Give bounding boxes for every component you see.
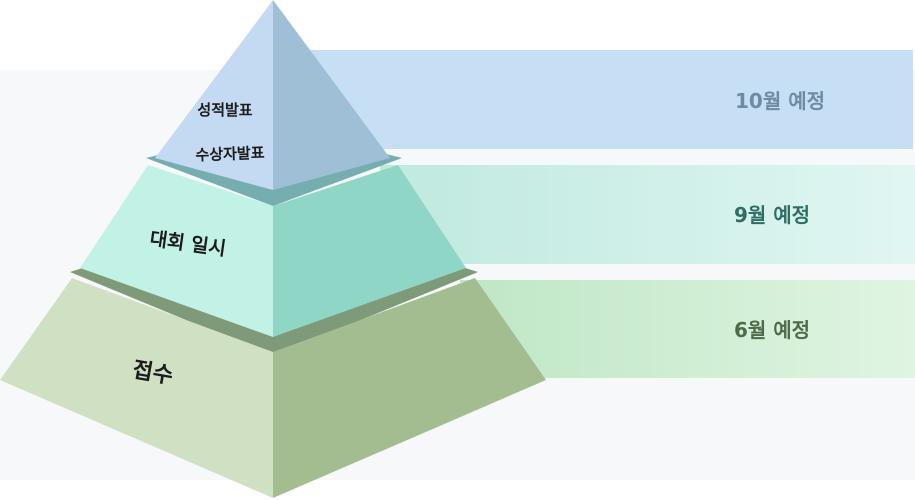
band-middle bbox=[380, 165, 915, 264]
bottom-tier-left-face bbox=[0, 278, 273, 498]
top-tier-right-face bbox=[273, 0, 390, 190]
middle-schedule-label: 9월 예정 bbox=[734, 203, 810, 227]
top-schedule-label: 10월 예정 bbox=[735, 89, 825, 113]
top-tier-label-line2: 수상자발표 bbox=[195, 144, 265, 164]
middle-tier-right-face bbox=[273, 165, 466, 337]
bottom-tier-right-face bbox=[273, 278, 546, 498]
bottom-schedule-label: 6월 예정 bbox=[734, 318, 810, 342]
top-tier-left-face bbox=[155, 0, 273, 190]
middle-tier-left-face bbox=[80, 165, 273, 337]
band-top bbox=[300, 50, 913, 149]
band-bottom bbox=[460, 280, 915, 378]
top-tier-label-line1: 성적발표 bbox=[197, 101, 252, 119]
